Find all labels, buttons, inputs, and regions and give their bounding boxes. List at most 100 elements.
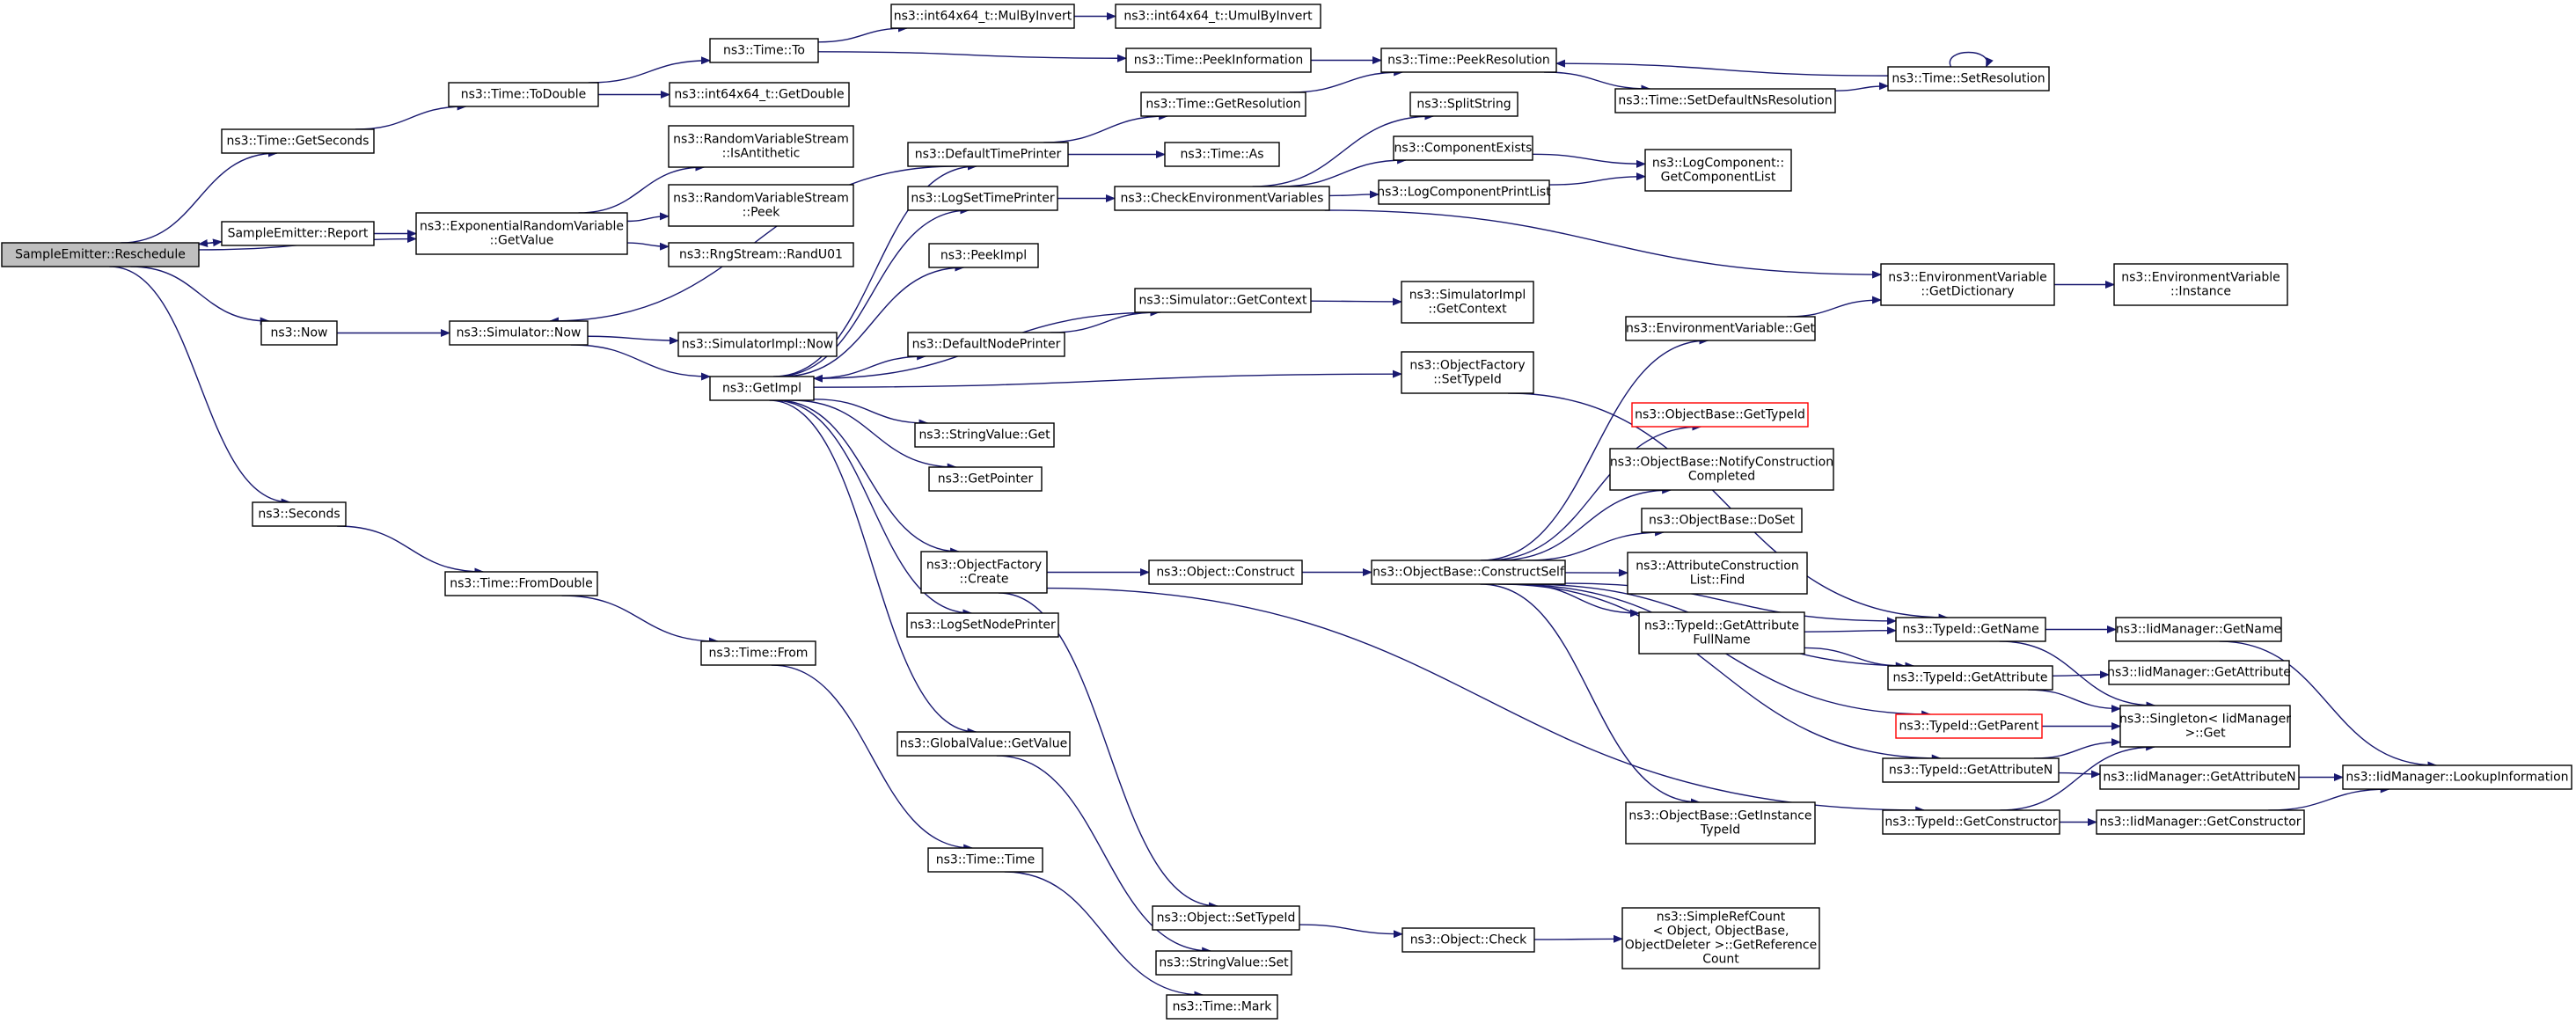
node-objsettypeid[interactable]: ns3::Object::SetTypeId	[1152, 905, 1300, 931]
node-objgettypeid[interactable]: ns3::ObjectBase::GetTypeId	[1631, 402, 1809, 428]
node-envget[interactable]: ns3::EnvironmentVariable::Get	[1625, 316, 1816, 341]
node-objcheck[interactable]: ns3::Object::Check	[1401, 927, 1535, 953]
node-checkenv[interactable]: ns3::CheckEnvironmentVariables	[1114, 186, 1330, 211]
node-componentexists[interactable]: ns3::ComponentExists	[1393, 135, 1533, 161]
edge-arrow	[1289, 68, 1404, 93]
node-singletonget[interactable]: ns3::Singleton< IidManager >::Get	[2119, 705, 2291, 748]
node-peekinfo[interactable]: ns3::Time::PeekInformation	[1125, 48, 1312, 73]
node-rvspeek[interactable]: ns3::RandomVariableStream::Peek	[668, 184, 854, 227]
node-typeidgetattrn[interactable]: ns3::TypeId::GetAttributeN	[1882, 757, 2060, 783]
node-stringvalueget[interactable]: ns3::StringValue::Get	[914, 422, 1055, 448]
edge-arrow	[121, 149, 279, 244]
edge-arrow	[2028, 689, 2121, 713]
node-defaulttimeprinter[interactable]: ns3::DefaultTimePrinter	[907, 142, 1069, 167]
node-simimplgetcontext[interactable]: ns3::SimulatorImpl::GetContext	[1401, 281, 1534, 324]
node-lookupinfo[interactable]: ns3::IidManager::LookupInformation	[2342, 764, 2572, 790]
node-simgetcontext[interactable]: ns3::Simulator::GetContext	[1134, 288, 1312, 313]
node-mulbyinvert[interactable]: ns3::int64x64_t::MulByInvert	[890, 4, 1075, 29]
node-box	[1625, 801, 1816, 845]
node-box	[1631, 402, 1809, 428]
node-seconds[interactable]: ns3::Seconds	[252, 501, 347, 527]
node-peekimpl[interactable]: ns3::PeekImpl	[928, 243, 1039, 268]
node-logcompgetlist[interactable]: ns3::LogComponent::GetComponentList	[1644, 149, 1792, 192]
node-ofcreate[interactable]: ns3::ObjectFactory::Create	[920, 551, 1048, 594]
node-splitstring[interactable]: ns3::SplitString	[1409, 91, 1519, 117]
edge-arrow	[1487, 422, 1702, 561]
node-stringvalueset[interactable]: ns3::StringValue::Set	[1155, 950, 1292, 976]
node-to[interactable]: ns3::Time::To	[709, 38, 819, 63]
node-timefrom[interactable]: ns3::Time::From	[700, 640, 816, 666]
node-envgetdict[interactable]: ns3::EnvironmentVariable::GetDictionary	[1880, 263, 2055, 306]
node-label: ns3::DefaultNodePrinter	[912, 338, 1061, 352]
edge-arrow	[1299, 924, 1403, 939]
node-box	[2096, 809, 2305, 835]
node-iidgetattr[interactable]: ns3::IidManager::GetAttribute	[2107, 660, 2291, 685]
node-peekres[interactable]: ns3::Time::PeekResolution	[1380, 48, 1557, 73]
node-setdefaultns[interactable]: ns3::Time::SetDefaultNsResolution	[1614, 88, 1836, 113]
node-envinstance[interactable]: ns3::EnvironmentVariable::Instance	[2113, 263, 2288, 306]
node-typeidgetparent[interactable]: ns3::TypeId::GetParent	[1895, 713, 2043, 739]
node-simimplnow[interactable]: ns3::SimulatorImpl::Now	[677, 332, 838, 357]
call-edge	[2000, 742, 2156, 811]
node-lognodeprinter[interactable]: ns3::LogSetNodePrinter	[906, 612, 1059, 638]
node-getseconds[interactable]: ns3::Time::GetSeconds	[221, 128, 375, 154]
edge-arrow	[1532, 153, 1646, 168]
node-defaultnodeprinter[interactable]: ns3::DefaultNodePrinter	[907, 332, 1065, 357]
node-box	[668, 125, 854, 168]
node-label: ns3::Time::From	[709, 647, 809, 661]
node-randu01[interactable]: ns3::RngStream::RandU01	[668, 242, 854, 267]
edge-arrow	[1787, 296, 1882, 318]
node-label: ns3::SplitString	[1416, 98, 1511, 112]
node-box	[1148, 560, 1303, 585]
call-edge	[769, 399, 977, 736]
node-simplerefcount[interactable]: ns3::SimpleRefCount< Object, ObjectBase,…	[1621, 907, 1820, 969]
node-iidgetname[interactable]: ns3::IidManager::GetName	[2115, 617, 2282, 642]
node-setres[interactable]: ns3::Time::SetResolution	[1887, 66, 2050, 91]
node-timeas[interactable]: ns3::Time::As	[1164, 142, 1280, 167]
edge-arrow	[2268, 785, 2390, 811]
node-report[interactable]: SampleEmitter::Report	[221, 221, 375, 246]
node-timemark[interactable]: ns3::Time::Mark	[1166, 994, 1278, 1020]
node-simnow[interactable]: ns3::Simulator::Now	[449, 320, 589, 346]
node-umulbyinvert[interactable]: ns3::int64x64_t::UmulByInvert	[1115, 4, 1321, 29]
node-constructself[interactable]: ns3::ObjectBase::ConstructSelf	[1371, 560, 1566, 585]
node-getresolution[interactable]: ns3::Time::GetResolution	[1140, 91, 1306, 117]
edge-arrow	[1555, 59, 1889, 77]
node-box	[1880, 263, 2055, 306]
node-isantithetic[interactable]: ns3::RandomVariableStream::IsAntithetic	[668, 125, 854, 168]
node-box	[668, 242, 854, 267]
node-reschedule[interactable]: SampleEmitter::Reschedule	[1, 242, 200, 267]
node-now[interactable]: ns3::Now	[260, 320, 338, 346]
node-getdouble[interactable]: ns3::int64x64_t::GetDouble	[669, 82, 850, 107]
edge-arrow	[198, 238, 223, 247]
node-getimpl[interactable]: ns3::GetImpl	[709, 376, 815, 401]
node-getpointer[interactable]: ns3::GetPointer	[928, 466, 1043, 492]
node-timefromdouble[interactable]: ns3::Time::FromDouble	[444, 571, 598, 596]
node-notifyconstruction[interactable]: ns3::ObjectBase::NotifyConstructionCompl…	[1609, 448, 1834, 491]
node-box	[448, 82, 599, 107]
node-iidgetconstructor[interactable]: ns3::IidManager::GetConstructor	[2096, 809, 2305, 835]
node-logcompprintlist[interactable]: ns3::LogComponentPrintList	[1377, 179, 1551, 205]
node-doset[interactable]: ns3::ObjectBase::DoSet	[1641, 508, 1803, 533]
node-globalgetvalue[interactable]: ns3::GlobalValue::GetValue	[896, 731, 1071, 757]
node-logsettimeprinter[interactable]: ns3::LogSetTimePrinter	[907, 186, 1058, 211]
node-box	[1625, 316, 1816, 341]
node-expgetvalue[interactable]: ns3::ExponentialRandomVariable::GetValue	[415, 212, 628, 255]
edge-arrow	[998, 592, 1219, 911]
node-typeidgetattr[interactable]: ns3::TypeId::GetAttribute	[1887, 665, 2053, 691]
call-edge	[578, 163, 706, 214]
node-box	[907, 186, 1058, 211]
node-typeidgetconstructor[interactable]: ns3::TypeId::GetConstructor	[1882, 809, 2060, 835]
node-todouble[interactable]: ns3::Time::ToDouble	[448, 82, 599, 107]
node-box	[907, 332, 1065, 357]
node-ofsettypeid[interactable]: ns3::ObjectFactory::SetTypeId	[1401, 351, 1534, 394]
node-iidgetattrn[interactable]: ns3::IidManager::GetAttributeN	[2099, 764, 2300, 790]
call-edge	[781, 263, 965, 377]
node-typeidgetname[interactable]: ns3::TypeId::GetName	[1895, 617, 2046, 642]
edge-arrow	[772, 399, 973, 618]
node-timetime[interactable]: ns3::Time::Time	[927, 847, 1043, 873]
node-objconstruct[interactable]: ns3::Object::Construct	[1148, 560, 1303, 585]
